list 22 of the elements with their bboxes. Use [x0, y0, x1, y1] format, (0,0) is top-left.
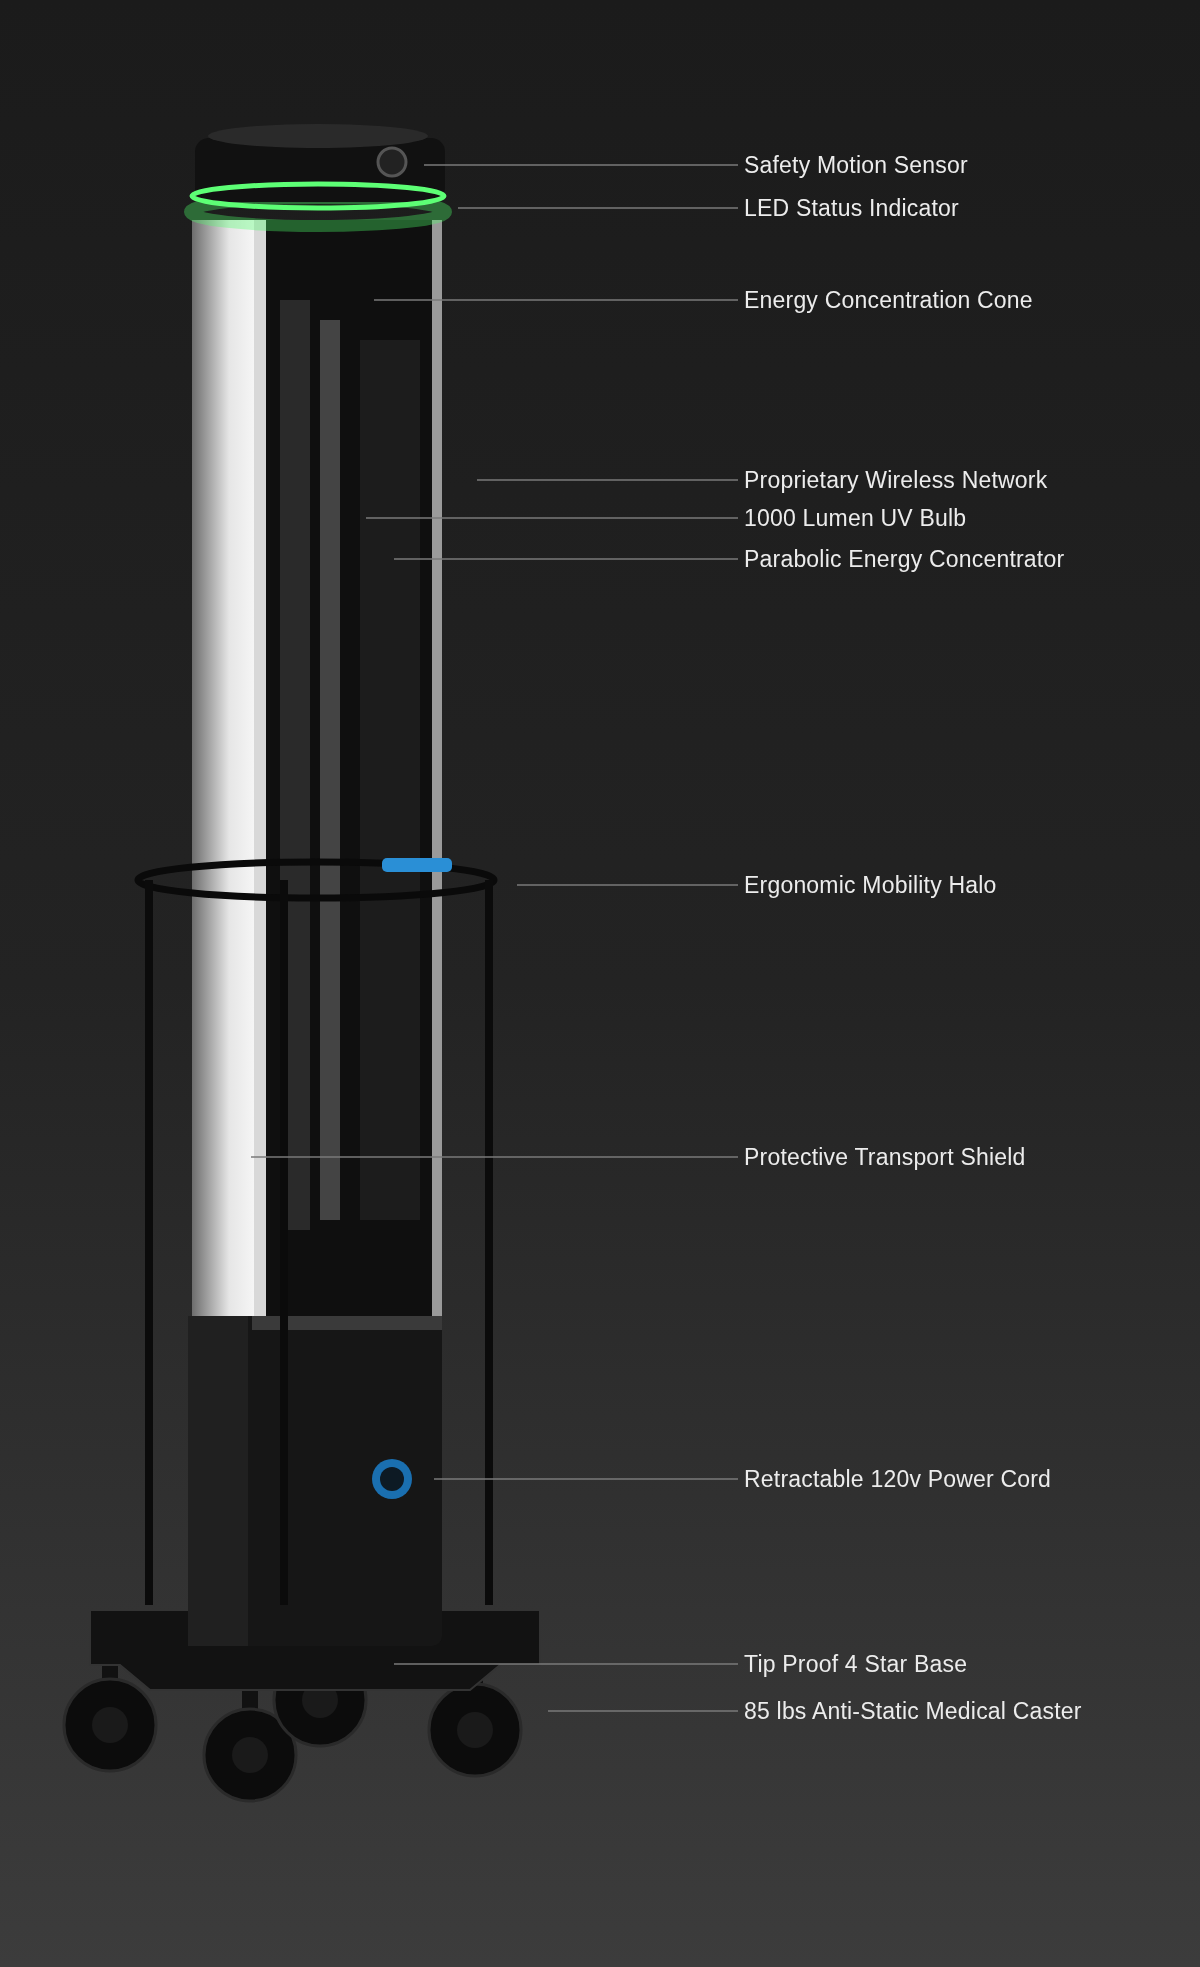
callout-label: Energy Concentration Cone	[744, 286, 1033, 314]
callout-label: 85 lbs Anti-Static Medical Caster	[744, 1697, 1082, 1725]
leader-line	[547, 1710, 739, 1712]
leader-line	[423, 164, 739, 166]
leader-line	[393, 1663, 739, 1665]
callout-label: Parabolic Energy Concentrator	[744, 545, 1065, 573]
leader-line	[393, 558, 739, 560]
leader-line	[373, 299, 739, 301]
leader-line	[250, 1156, 739, 1158]
callout-label: Ergonomic Mobility Halo	[744, 871, 997, 899]
callout-label: Protective Transport Shield	[744, 1143, 1026, 1171]
leader-line	[476, 479, 739, 481]
callout-label: LED Status Indicator	[744, 194, 959, 222]
callout-label: Safety Motion Sensor	[744, 151, 968, 179]
callout-label: Tip Proof 4 Star Base	[744, 1650, 968, 1678]
callout-label: Proprietary Wireless Network	[744, 466, 1048, 494]
leader-line	[516, 884, 739, 886]
leader-line	[457, 207, 739, 209]
leader-line	[433, 1478, 739, 1480]
callout-label: 1000 Lumen UV Bulb	[744, 504, 967, 532]
leader-line	[365, 517, 739, 519]
callout-label: Retractable 120v Power Cord	[744, 1465, 1052, 1493]
